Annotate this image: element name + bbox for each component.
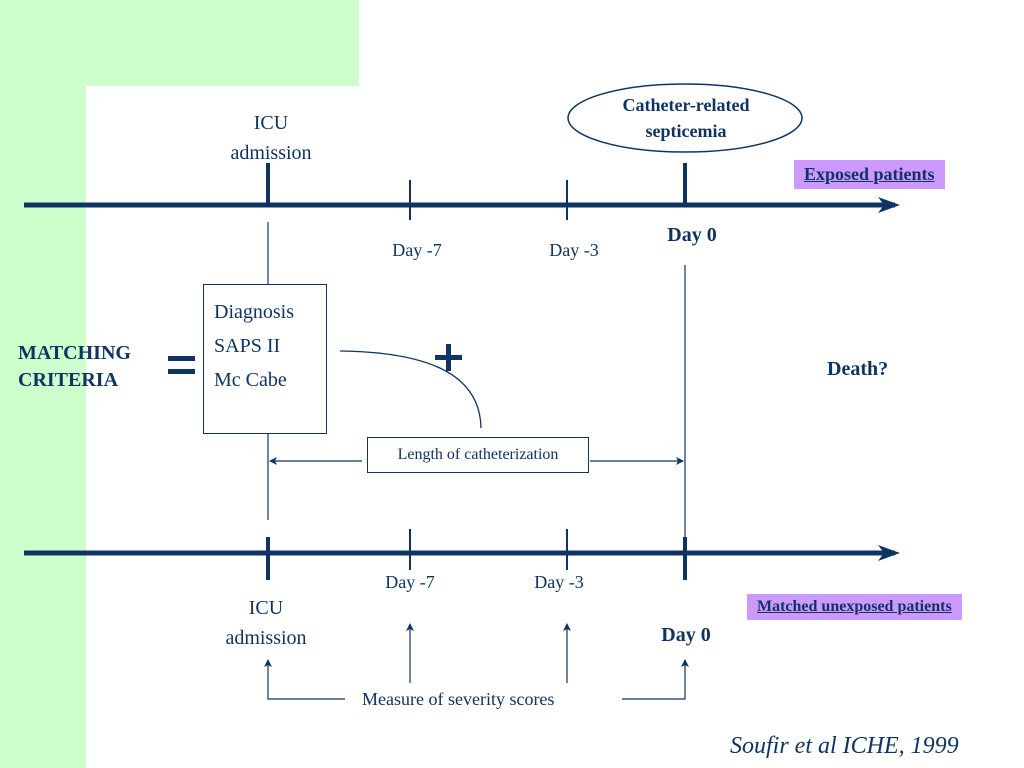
severity-arrow-icu [264, 659, 345, 700]
criteria-item: Mc Cabe [214, 369, 287, 391]
matching-title-line2: CRITERIA [18, 369, 119, 391]
plus-sign-vertical [446, 344, 451, 371]
matching-criteria-title: MATCHING CRITERIA [18, 340, 131, 394]
severity-arrow-day-0 [622, 659, 689, 700]
criteria-item: SAPS II [214, 335, 281, 357]
matching-title-line1: MATCHING [18, 342, 131, 364]
unexposed-icu-line2: admission [225, 627, 307, 649]
criteria-item: Diagnosis [214, 301, 294, 323]
matched-unexposed-patients-tag: Matched unexposed patients [747, 594, 962, 620]
equals-sign-bottom [168, 369, 195, 374]
unexposed-day-0-label: Day 0 [661, 624, 711, 646]
severity-scores-label: Measure of severity scores [362, 689, 555, 709]
unexposed-icu-line1: ICU [248, 597, 284, 619]
unexposed-timeline-arrowhead [878, 545, 900, 561]
exposed-day-minus-3-label: Day -3 [549, 240, 599, 260]
exposed-day-minus-7-label: Day -7 [392, 240, 442, 260]
exposed-patients-tag: Exposed patients [794, 160, 945, 189]
length-of-catheterization-box: Length of catheterization [367, 437, 589, 473]
death-outcome-label: Death? [827, 358, 889, 380]
unexposed-icu-label: ICU admission [225, 593, 306, 653]
event-label-line1: Catheter-related [622, 95, 750, 115]
exposed-icu-line2: admission [230, 142, 312, 164]
unexposed-day-minus-7-label: Day -7 [385, 572, 435, 592]
exposed-icu-label: ICU admission [230, 108, 311, 168]
equals-sign-top [168, 356, 195, 361]
exposed-day-0-label: Day 0 [667, 224, 717, 246]
criteria-curve [339, 350, 482, 429]
citation: Soufir et al ICHE, 1999 [730, 733, 959, 759]
exposed-icu-line1: ICU [253, 112, 289, 134]
exposed-timeline-arrowhead [878, 197, 900, 213]
unexposed-day-minus-3-label: Day -3 [534, 572, 584, 592]
event-label: Catheter-related septicemia [568, 92, 804, 144]
background-accent-left [0, 0, 86, 768]
event-ellipse [567, 83, 803, 153]
event-label-line2: septicemia [645, 121, 727, 141]
criteria-box: Diagnosis SAPS II Mc Cabe [203, 284, 327, 434]
